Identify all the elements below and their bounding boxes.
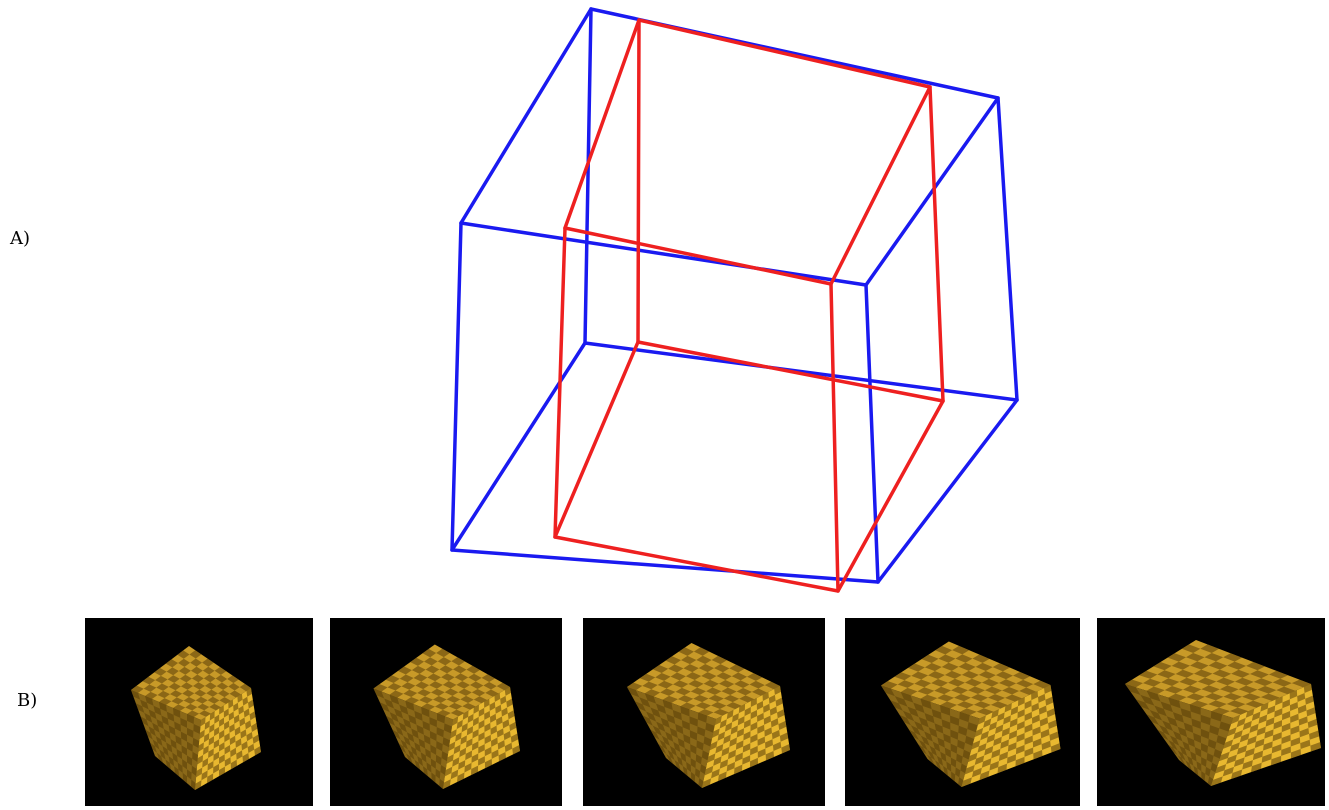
checkered-cube-icon [881, 641, 1061, 787]
inner-cube-edge [553, 226, 567, 539]
cube-face-checker [195, 688, 261, 790]
wireframe-cube-diagram [450, 7, 1019, 593]
inner-cube-bottom-face [553, 340, 945, 593]
cube-face-checker [373, 648, 510, 717]
cube-face-checker [627, 687, 715, 788]
cube-frame-5 [1097, 618, 1325, 806]
cube-face-checker [702, 686, 790, 788]
cube-face-checker [373, 688, 452, 789]
cube-frame-3 [583, 618, 825, 806]
cube-face-checker [881, 645, 1051, 716]
outer-cube-edge [450, 221, 463, 552]
inner-cube-edge [928, 85, 945, 403]
checkered-cube-icon [627, 643, 790, 788]
inner-cube-edge [636, 18, 641, 344]
outer-cube-edge [996, 96, 1019, 402]
cube-face-checker [443, 687, 520, 789]
cube-face-checker [627, 647, 780, 716]
cube-frame-1 [85, 618, 313, 806]
checkered-cube-icon [1125, 640, 1321, 786]
cube-face-checker [131, 690, 201, 790]
outer-cube-top-face [459, 7, 1000, 287]
outer-cube-edge [864, 283, 880, 584]
panel-b-label: B) [17, 690, 38, 711]
cube-face-checker [881, 685, 978, 787]
cube-face-checker [131, 650, 251, 717]
cube-face-checker [1211, 684, 1321, 786]
checkered-cube-icon [131, 646, 261, 790]
checkered-cube-icon [373, 644, 520, 789]
cube-frame-4 [845, 618, 1080, 806]
panel-a-label: A) [10, 228, 31, 249]
cube-face-checker [961, 685, 1061, 787]
outer-cube-edge [583, 7, 593, 345]
outer-cube-bottom-face [450, 341, 1019, 584]
cube-face-checker [1125, 644, 1311, 715]
inner-cube-edge [829, 282, 840, 593]
outer-blue-cube [450, 7, 1019, 584]
inner-cube-top-face [563, 18, 932, 286]
cube-frame-2 [330, 618, 562, 806]
inner-red-cube [553, 18, 945, 593]
cube-face-checker [1125, 684, 1231, 786]
